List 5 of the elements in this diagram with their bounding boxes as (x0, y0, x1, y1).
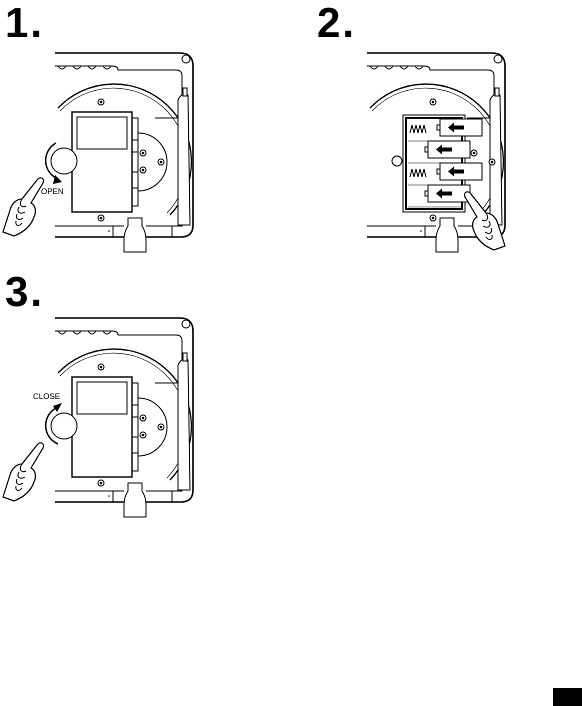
step-number: 3. (5, 271, 44, 313)
step-number: 1. (5, 2, 44, 44)
direction-label: OPEN (41, 188, 64, 196)
step-number: 2. (317, 2, 356, 44)
direction-label: CLOSE (33, 393, 60, 401)
